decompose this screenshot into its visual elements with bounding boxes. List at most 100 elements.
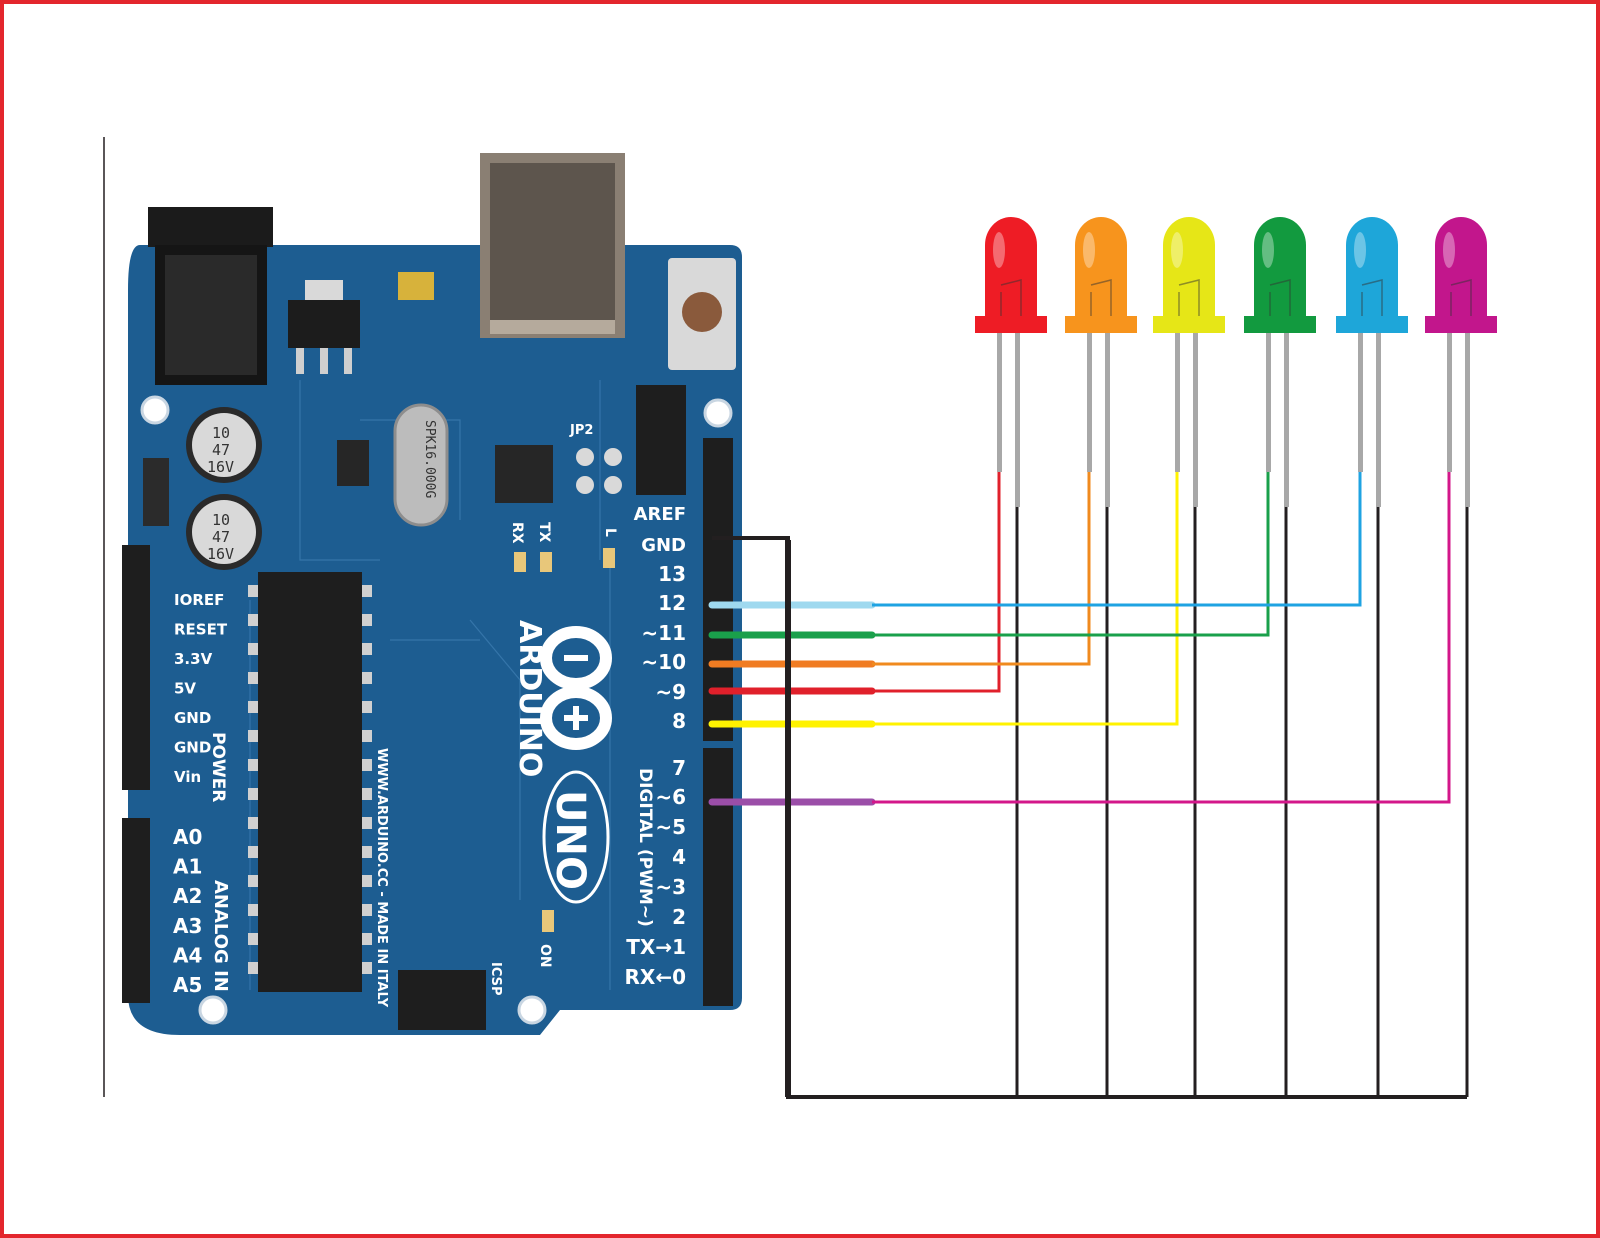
cap-label-6: 16V: [207, 545, 234, 563]
chip-pin: [362, 759, 372, 771]
digital-header-upper: [703, 438, 733, 741]
digital-pin-label: 4: [672, 845, 686, 869]
analog-pin-label: A4: [173, 943, 202, 967]
led-cathode-leg: [1193, 332, 1198, 507]
chip-pin: [248, 817, 258, 829]
power-pin-label: GND: [174, 709, 211, 727]
chip-pin: [248, 672, 258, 684]
chip-pin: [248, 643, 258, 655]
small-chip: [337, 440, 369, 486]
chip-pin: [248, 759, 258, 771]
led-red: [975, 217, 1047, 507]
led-cathode-leg: [1465, 332, 1470, 507]
led-highlight: [1354, 232, 1366, 268]
digital-pin-label: ~11: [641, 621, 686, 645]
chip-pin: [248, 875, 258, 887]
usb-port: [480, 153, 625, 338]
icsp-header-bottom: ICSP: [398, 962, 503, 1030]
voltage-regulator: [288, 280, 360, 374]
analog-pin-label: A3: [173, 914, 202, 938]
led-anode-leg: [1266, 332, 1271, 472]
chip-pin: [362, 788, 372, 800]
led-highlight: [1083, 232, 1095, 268]
analog-title: ANALOG IN: [210, 880, 231, 992]
digital-pin-label: ~9: [655, 680, 686, 704]
led-die: [1269, 279, 1291, 316]
crystal-oscillator: SPK16.000G: [393, 403, 449, 527]
chip-pin: [362, 817, 372, 829]
led-die: [1000, 279, 1022, 316]
chip-pin: [362, 933, 372, 945]
wires: [708, 470, 1469, 1099]
power-pin-label: Vin: [174, 768, 201, 786]
model-label: UNO: [547, 790, 593, 890]
power-title: POWER: [208, 732, 228, 802]
digital-pin-label: TX→1: [626, 935, 686, 959]
led-blue: [1336, 217, 1408, 507]
led-highlight: [1262, 232, 1274, 268]
led-die: [1178, 279, 1200, 316]
cap-label-3: 16V: [207, 458, 234, 476]
chip-pin: [362, 672, 372, 684]
power-header: [122, 545, 150, 790]
chip-pin: [248, 614, 258, 626]
led-highlight: [1443, 232, 1455, 268]
digital-pin-label: ~6: [655, 785, 686, 809]
power-pin-label: IOREF: [174, 591, 224, 609]
digital-pin-label: RX←0: [625, 965, 687, 989]
wire-red-to-led: [872, 470, 1001, 693]
power-pin-label: 5V: [174, 680, 196, 698]
usb-chip: [495, 445, 553, 503]
analog-header: [122, 818, 150, 1003]
rx-label: RX: [509, 522, 525, 544]
chip-pin: [248, 846, 258, 858]
uno-badge: [542, 770, 610, 904]
led-anode-leg: [1447, 332, 1452, 472]
chip-pin: [248, 585, 258, 597]
led-yellow: [1153, 217, 1225, 507]
digital-pin-label: AREF: [634, 504, 686, 525]
brand-label: ARDUINO: [512, 620, 547, 777]
power-pin-label: GND: [174, 739, 211, 757]
arduino-uno-board: 10 47 16V 10 47 16V SPK16.000G JP2: [122, 153, 742, 1035]
led-dome: [1075, 217, 1127, 318]
led-orange: [1065, 217, 1137, 507]
chip-pin: [362, 643, 372, 655]
jp2-label: JP2: [569, 423, 593, 438]
chip-pin: [248, 730, 258, 742]
chip-pin: [248, 788, 258, 800]
power-jack: [148, 207, 273, 385]
led-die: [1361, 279, 1383, 316]
chip-pin: [362, 962, 372, 974]
led-dome: [1163, 217, 1215, 318]
led-highlight: [993, 232, 1005, 268]
led-dome: [985, 217, 1037, 318]
wire-orange-to-led: [872, 470, 1091, 666]
l-label: L: [602, 528, 618, 537]
led-rim: [1065, 316, 1137, 333]
chip-pin: [362, 614, 372, 626]
led-rim: [1244, 316, 1316, 333]
tx-label: TX: [536, 522, 552, 543]
wire-magenta-to-led: [872, 470, 1451, 804]
digital-pin-label: 8: [672, 709, 686, 733]
arduino-logo: [540, 626, 612, 750]
chip-pin: [362, 701, 372, 713]
led-anode-leg: [1358, 332, 1363, 472]
cap-label-2: 47: [212, 441, 230, 459]
analog-pin-label: A5: [173, 973, 202, 997]
led-green: [1244, 217, 1316, 507]
capacitor-bottom: 10 47 16V: [186, 494, 262, 570]
led-die: [1450, 279, 1472, 316]
digital-title: DIGITAL (PWM~): [635, 768, 655, 927]
digital-pin-label: 7: [672, 756, 686, 780]
led-dome: [1435, 217, 1487, 318]
cap-label-5: 47: [212, 528, 230, 546]
icsp-header-top: [636, 385, 686, 495]
jp2-header: JP2: [569, 423, 622, 494]
digital-pin-label: ~3: [655, 875, 686, 899]
wire-green-to-led: [872, 470, 1270, 637]
analog-pin-label: A0: [173, 825, 202, 849]
icsp-label: ICSP: [488, 962, 503, 996]
led-cathode-leg: [1284, 332, 1289, 507]
